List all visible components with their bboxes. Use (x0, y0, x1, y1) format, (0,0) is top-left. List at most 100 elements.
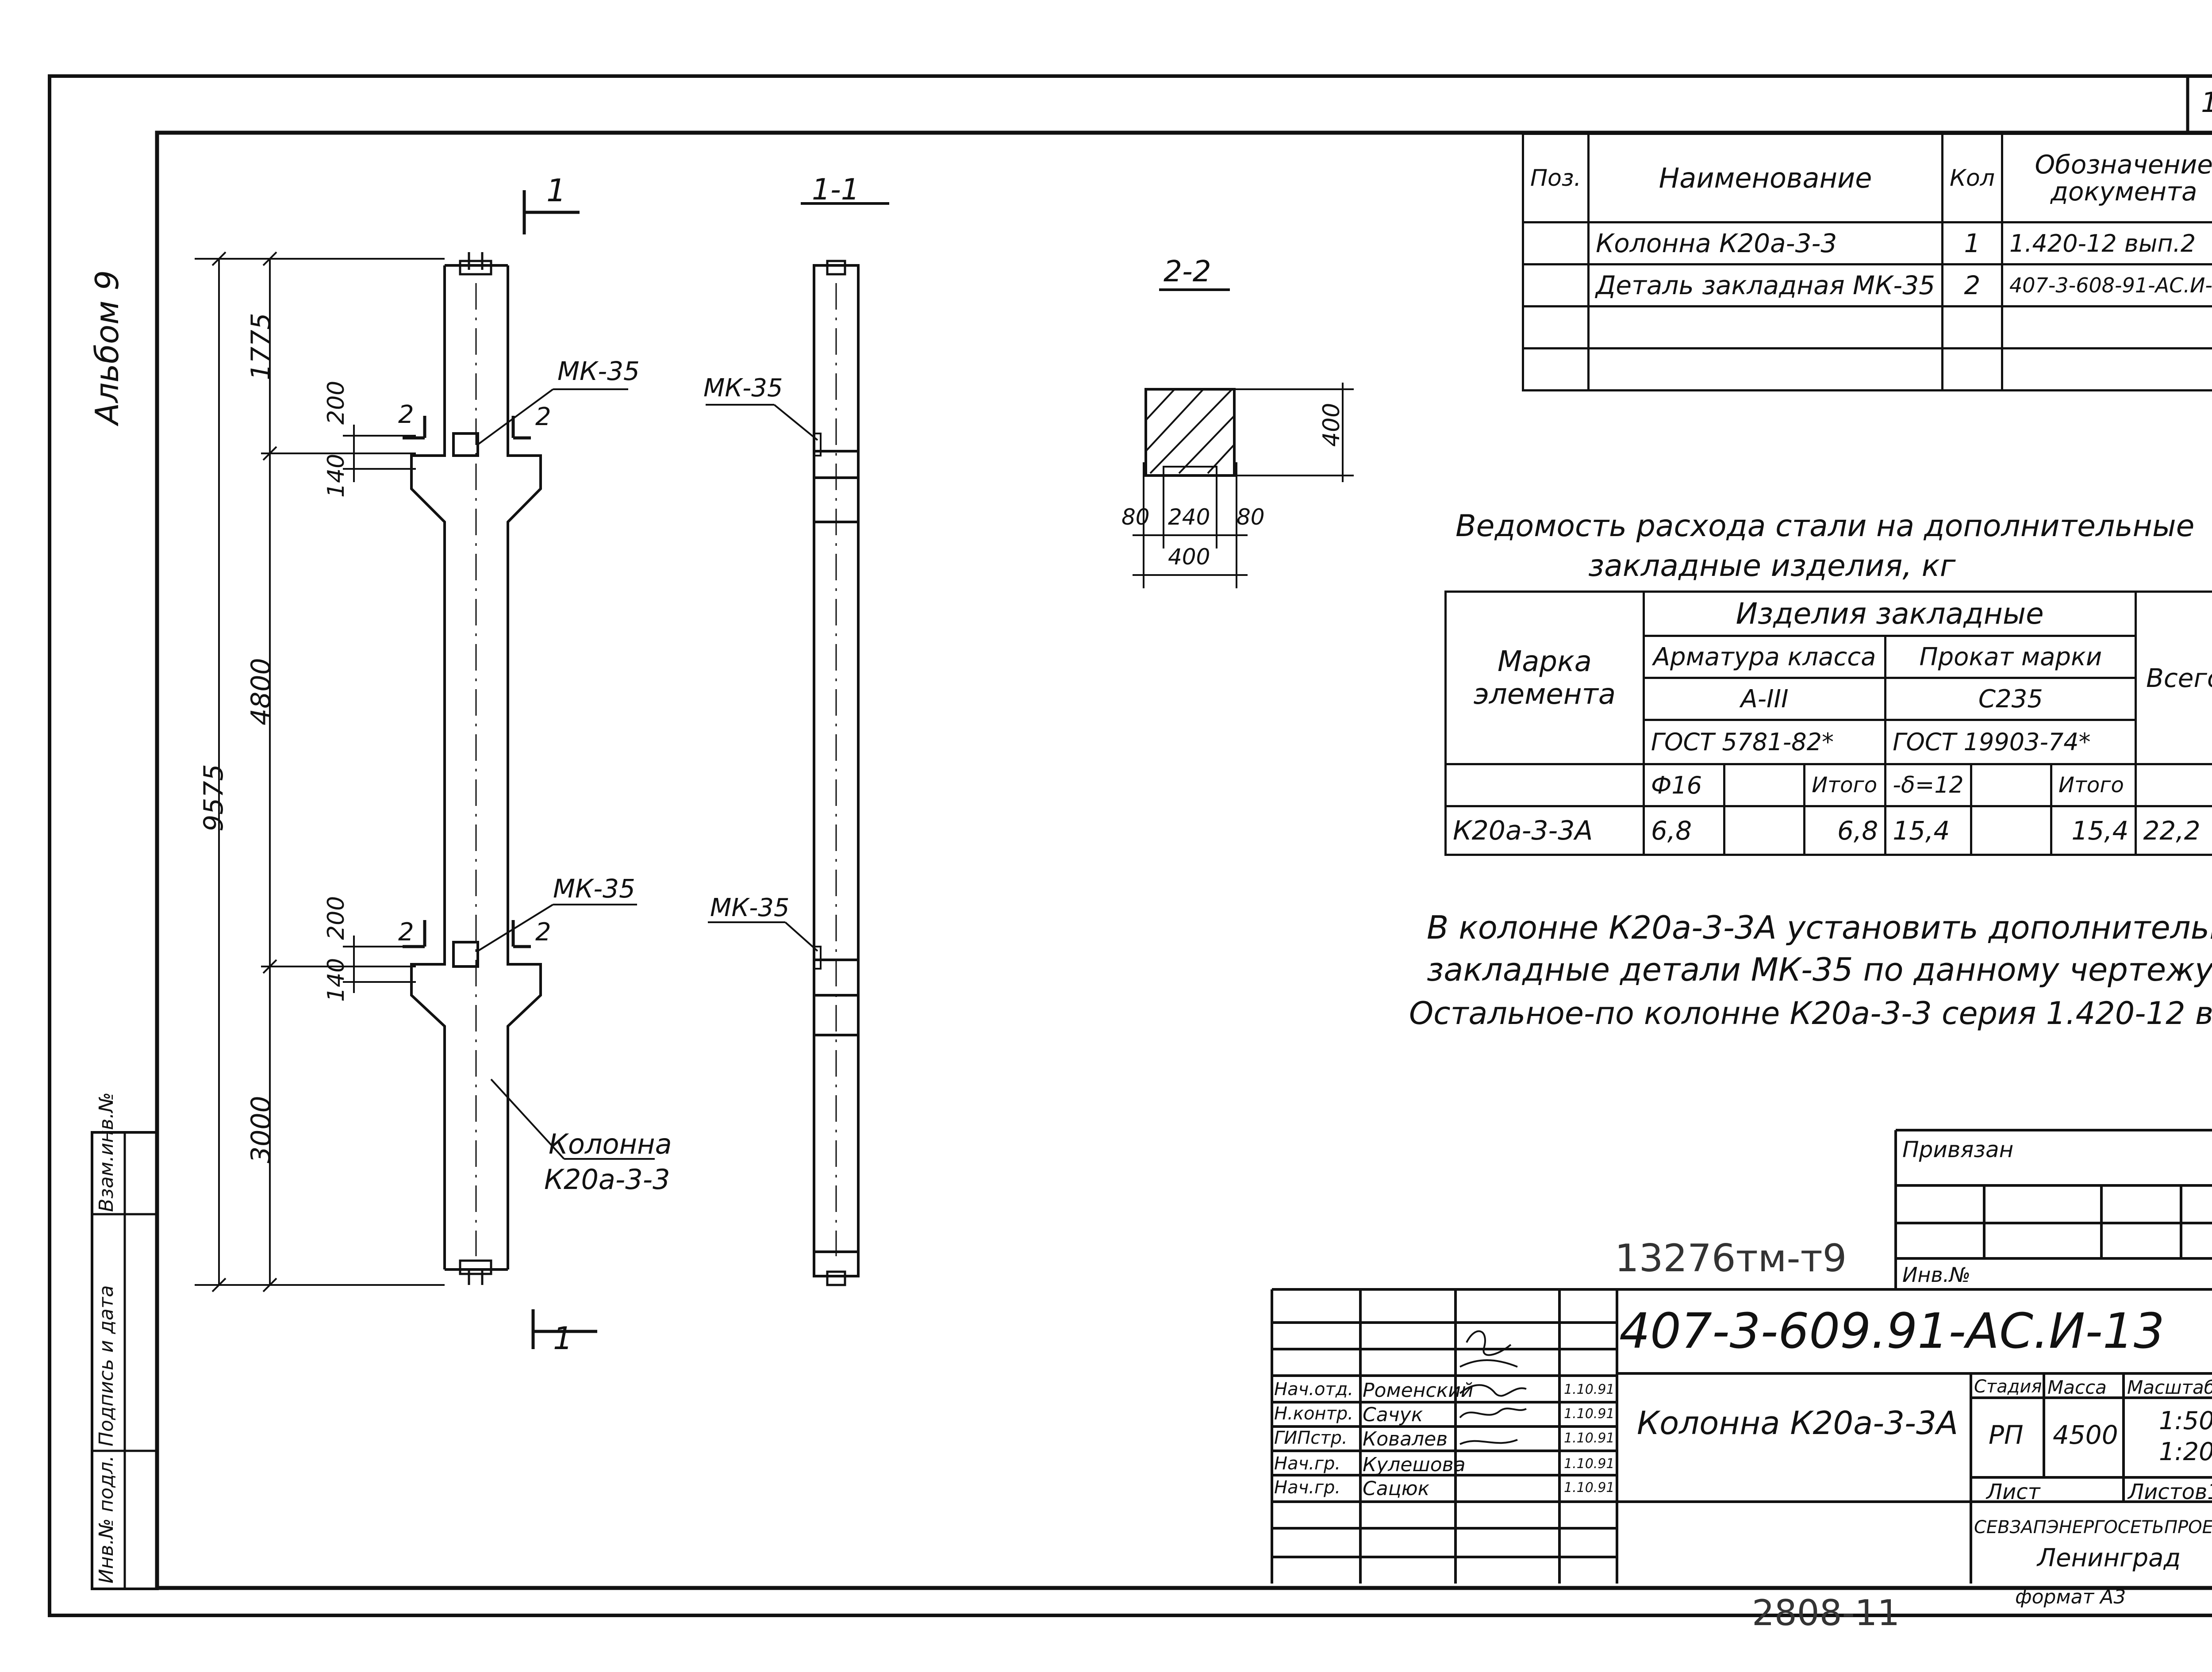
column-label-line1: Колонна (549, 1128, 672, 1160)
doc-name: Колонна К20а-3-3А (1637, 1404, 1959, 1442)
elevation-leaders (477, 388, 655, 1160)
spec-cell-qty: 2 (1941, 263, 2003, 307)
massa-header: Масса (2047, 1377, 2107, 1398)
note-line-3: Остальное-по колонне К20а-3-3 серия 1.42… (1409, 995, 2212, 1032)
spec-row: Колонна К20а-3-3 1 1.420-12 вып.2 (1521, 221, 2212, 265)
spec-cell-qty: 1 (1941, 221, 2003, 265)
steel-row-phi16: 6,8 (1642, 805, 1726, 856)
steel-c-blank1 (1723, 763, 1806, 807)
sec-mark-2c: 2 (398, 918, 414, 947)
spec-cell-qty (1941, 305, 2003, 349)
stadia-header: Стадия (1974, 1377, 2042, 1397)
steel-row-total: 22,2 (2135, 805, 2212, 856)
section-2-2-title: 2-2 (1164, 254, 1211, 288)
sheet-number: 18 (2201, 86, 2212, 119)
steel-h-rolled: Прокат марки (1884, 635, 2137, 679)
person-date: 1.10.91 (1564, 1456, 1615, 1472)
person-date: 1.10.91 (1564, 1382, 1615, 1397)
dim-upper-140: 140 (323, 453, 349, 498)
masshtab-value-2: 1:20 (2159, 1438, 2212, 1466)
section-1-1-view (706, 202, 889, 1286)
column-label-line2: К20а-3-3 (544, 1163, 670, 1196)
title-block-lines (1271, 1288, 2212, 1584)
person-role: ГИПстр. (1274, 1428, 1348, 1448)
stadia-value: РП (1989, 1420, 2024, 1450)
steel-row-itogo1: 6,8 (1803, 805, 1887, 856)
dim-mid: 4800 (246, 658, 276, 725)
column-elevation (410, 252, 542, 1285)
stamp-podpis-data: Подпись и дата (95, 1285, 118, 1446)
spec-cell-name: Деталь закладная МК-35 (1587, 263, 1943, 307)
steel-row-mark: К20а-3-3А (1444, 805, 1645, 856)
mk35-label-upper: МК-35 (557, 356, 640, 386)
left-stamp-lines (91, 1131, 159, 1590)
person-date: 1.10.91 (1564, 1430, 1615, 1446)
section-mark-top: 1 (546, 173, 566, 209)
dim-lower-200: 200 (323, 896, 349, 940)
spec-cell-pos (1521, 221, 1590, 265)
stamp-inv-podl: Инв.№ подл. (95, 1455, 118, 1584)
bottom-number: 2808-11 (1752, 1592, 1900, 1634)
spec-row (1521, 305, 2212, 349)
dim-total: 9575 (198, 764, 229, 832)
spec-cell-doc (2001, 305, 2212, 349)
format-label: формат А3 (2015, 1586, 2126, 1608)
org-line-1: СЕВЗАПЭНЕРГОСЕТЬПРОЕКТ (1974, 1517, 2212, 1538)
sec-mark-2d: 2 (535, 918, 551, 947)
person-role: Нач.отд. (1274, 1379, 1354, 1400)
dim-lower-140: 140 (323, 958, 349, 1002)
section-2-2-view (1133, 288, 1354, 588)
steel-rolled-grade: С235 (1884, 677, 2137, 721)
section-2-2-dim-400-height: 400 (1318, 403, 1345, 447)
sheet-number-box (2186, 74, 2212, 134)
sec-mark-2b: 2 (535, 403, 551, 431)
privyazan-label: Привязан (1902, 1137, 2014, 1162)
person-name: Роменский (1363, 1379, 1474, 1402)
steel-total-spacer (2135, 764, 2212, 807)
masshtab-header: Масштаб (2127, 1377, 2212, 1398)
inner-frame (155, 130, 2212, 1590)
spec-cell-pos (1521, 305, 1590, 349)
section-1-1-mk-lower: МК-35 (710, 894, 790, 922)
steel-h-items: Изделия закладные (1642, 591, 2137, 637)
spec-cell-name: Колонна К20а-3-3 (1587, 221, 1943, 265)
section-1-1-mk-upper: МК-35 (703, 374, 783, 403)
section-2-2-dim-400-width: 400 (1168, 544, 1210, 570)
person-name: Сацюк (1363, 1477, 1430, 1500)
spec-cell-name (1587, 347, 1943, 391)
spec-row: Деталь закладная МК-35 2 407-3-608-91-АС… (1521, 263, 2212, 307)
spec-row (1521, 347, 2212, 391)
section-2-2-dim-240: 240 (1168, 504, 1210, 530)
steel-c-itogo1: Итого (1803, 763, 1887, 807)
spec-cell-pos (1521, 347, 1590, 391)
spec-cell-qty (1941, 347, 2003, 391)
section-2-2-dim-80-right: 80 (1237, 504, 1265, 530)
steel-h-total: Всего (2135, 591, 2212, 765)
spec-header-pos: Поз. (1521, 133, 1590, 223)
spec-header-qty: Кол (1941, 133, 2003, 223)
section-1-1-title: 1-1 (812, 173, 860, 207)
list-header: Лист (1986, 1480, 2040, 1504)
steel-title-line1: Ведомость расхода стали на дополнительны… (1455, 509, 2195, 544)
spec-header-name: Наименование (1587, 133, 1943, 223)
person-date: 1.10.91 (1564, 1480, 1615, 1496)
steel-rebar-gost: ГОСТ 5781-82* (1642, 719, 1887, 765)
steel-h-rebar: Арматура класса (1642, 635, 1887, 679)
privyazan-block-lines (1894, 1129, 2212, 1289)
steel-h-mark: Марка элемента (1444, 591, 1645, 765)
section-2-2-dim-80-left: 80 (1121, 504, 1150, 530)
person-name: Кулешова (1363, 1453, 1466, 1476)
album-label: Альбом 9 (88, 270, 126, 425)
steel-mark-spacer (1444, 764, 1645, 807)
elevation-dimensions (195, 251, 445, 1292)
steel-row-blank2 (1970, 805, 2053, 856)
person-role: Нач.гр. (1274, 1453, 1341, 1474)
steel-row-itogo2: 15,4 (2050, 805, 2137, 856)
dim-bottom: 3000 (246, 1096, 276, 1163)
steel-c-phi16: Ф16 (1642, 763, 1726, 807)
steel-data-row: К20а-3-3А 6,8 6,8 15,4 15,4 22,2 (1444, 805, 2212, 856)
note-line-1: В колонне К20а-3-3А установить дополните… (1427, 909, 2212, 946)
inv-no-label: Инв.№ (1902, 1263, 1971, 1287)
steel-table: Марка элемента Изделия закладные Всего А… (1444, 591, 2212, 856)
